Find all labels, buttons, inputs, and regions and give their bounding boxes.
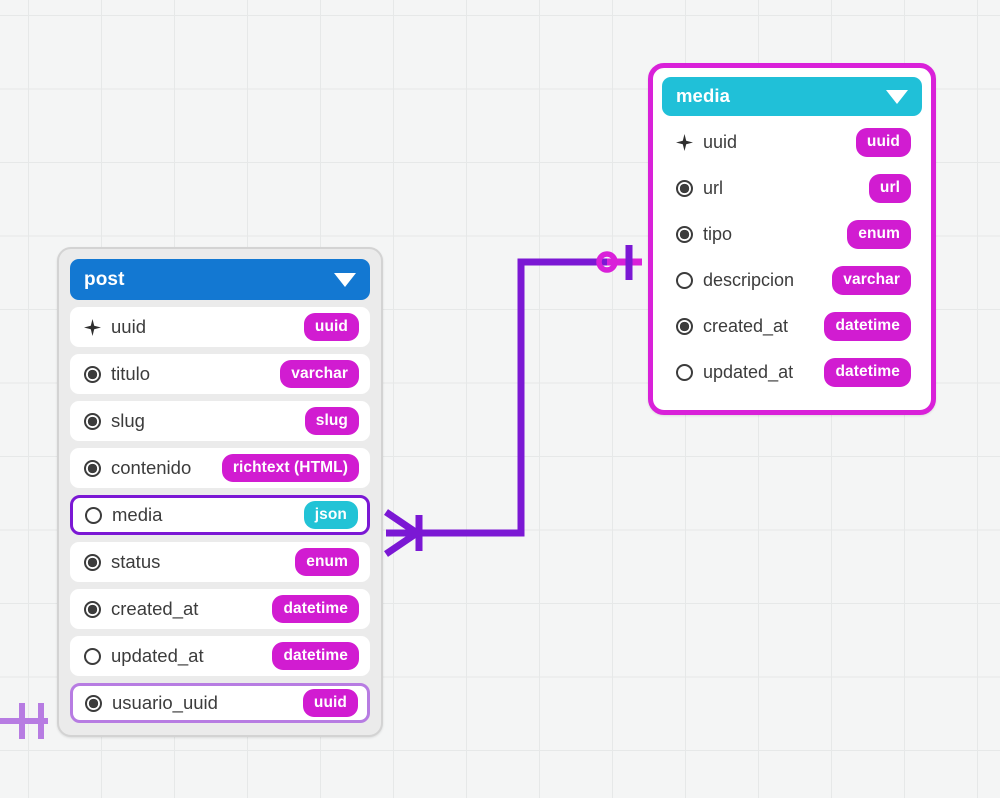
field-type-badge: uuid <box>302 688 358 718</box>
field-type-badge: datetime <box>272 641 359 671</box>
field-type-badge: enum <box>295 547 359 577</box>
field-type-badge: datetime <box>824 358 911 387</box>
field-name: uuid <box>703 132 738 152</box>
field-name: descripcion <box>703 270 795 290</box>
field-row-slug[interactable]: slug slug <box>70 401 370 441</box>
field-row-created-at[interactable]: created_at datetime <box>662 307 922 346</box>
entity-table-media[interactable]: media uuid uuid url url <box>648 63 936 415</box>
field-type-badge: uuid <box>855 128 911 157</box>
field-name: tipo <box>703 224 733 244</box>
filled-circle-icon <box>84 600 101 618</box>
field-row-uuid[interactable]: uuid uuid <box>70 307 370 347</box>
field-name: slug <box>111 410 145 431</box>
field-name: media <box>112 504 163 525</box>
field-row-uuid[interactable]: uuid uuid <box>662 123 922 162</box>
filled-circle-icon <box>84 553 101 571</box>
field-name: url <box>703 178 724 198</box>
field-row-usuario-uuid[interactable]: usuario_uuid uuid <box>70 683 370 723</box>
field-type-badge: datetime <box>272 594 359 624</box>
filled-circle-icon <box>676 318 693 335</box>
hollow-circle-icon <box>676 272 693 289</box>
relationship-post-usuario[interactable] <box>0 703 48 739</box>
field-name: status <box>111 551 161 572</box>
field-row-status[interactable]: status enum <box>70 542 370 582</box>
relationship-post-media[interactable] <box>384 245 642 557</box>
hollow-circle-icon <box>676 364 693 381</box>
field-row-media[interactable]: media json <box>70 495 370 535</box>
field-type-badge: varchar <box>832 266 911 295</box>
field-name: updated_at <box>703 362 794 382</box>
field-name: created_at <box>111 598 199 619</box>
hollow-circle-icon <box>84 647 101 665</box>
caret-down-icon[interactable] <box>886 89 908 104</box>
filled-circle-icon <box>676 226 693 243</box>
filled-circle-icon <box>84 412 101 430</box>
field-type-badge: json <box>303 500 358 530</box>
star-key-icon <box>84 318 101 336</box>
field-type-badge: url <box>868 174 911 203</box>
field-row-descripcion[interactable]: descripcion varchar <box>662 261 922 300</box>
field-type-badge: enum <box>847 220 911 249</box>
field-name: contenido <box>111 457 192 478</box>
field-name: updated_at <box>111 645 204 666</box>
field-row-updated-at[interactable]: updated_at datetime <box>70 636 370 676</box>
field-name: titulo <box>111 363 151 384</box>
entity-title: media <box>676 85 730 107</box>
optional-zero-circle-icon <box>596 251 618 273</box>
field-name: usuario_uuid <box>112 692 218 713</box>
field-row-created-at[interactable]: created_at datetime <box>70 589 370 629</box>
hollow-circle-icon <box>85 506 102 524</box>
field-type-badge: richtext (HTML) <box>221 453 359 483</box>
entity-table-post[interactable]: post uuid uuid titulo varchar <box>57 247 383 737</box>
field-name: created_at <box>703 316 789 336</box>
relationship-line <box>415 258 607 537</box>
filled-circle-icon <box>676 180 693 197</box>
crowsfoot-many-icon <box>384 509 419 557</box>
caret-down-icon[interactable] <box>334 272 356 287</box>
filled-circle-icon <box>85 694 102 712</box>
field-name: uuid <box>111 316 146 337</box>
star-key-icon <box>676 134 693 151</box>
filled-circle-icon <box>84 365 101 383</box>
field-type-badge: uuid <box>303 312 359 342</box>
entity-header-media[interactable]: media <box>662 77 922 116</box>
field-row-contenido[interactable]: contenido richtext (HTML) <box>70 448 370 488</box>
field-row-tipo[interactable]: tipo enum <box>662 215 922 254</box>
field-row-updated-at[interactable]: updated_at datetime <box>662 353 922 392</box>
entity-header-post[interactable]: post <box>70 259 370 300</box>
field-row-titulo[interactable]: titulo varchar <box>70 354 370 394</box>
field-row-url[interactable]: url url <box>662 169 922 208</box>
field-type-badge: slug <box>304 406 359 436</box>
entity-title: post <box>84 269 125 290</box>
field-type-badge: varchar <box>280 359 359 389</box>
field-type-badge: datetime <box>824 312 911 341</box>
filled-circle-icon <box>84 459 101 477</box>
